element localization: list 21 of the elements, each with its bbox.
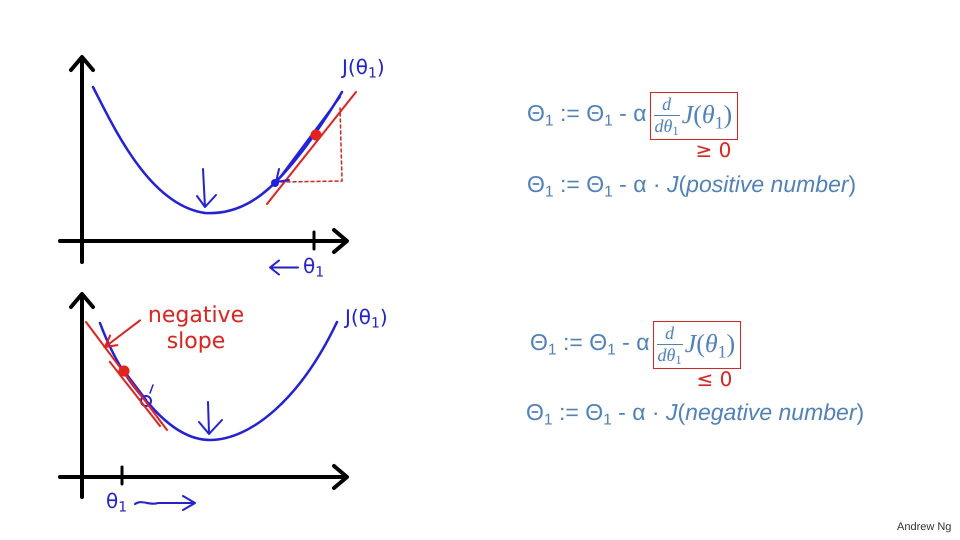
handwritten-label: θ$_{1}$: [303, 255, 324, 281]
derivative-box: [652, 321, 742, 370]
leader-arrow: [104, 319, 141, 348]
fraction-numerator: d: [661, 94, 672, 115]
handwritten-label: θ$_{1}$: [106, 490, 128, 516]
fraction-denominator: dθ$_{1}$: [656, 344, 683, 368]
fraction-numerator: d: [664, 323, 676, 344]
inequality-text: ≤ 0: [696, 369, 732, 390]
formula-text: Θ$_{1}$ := Θ$_{1}$ - α: [530, 329, 650, 361]
handwritten-label: J(θ$_{1}$): [342, 56, 385, 82]
formula-text: Θ$_{1}$ := Θ$_{1}$ - α: [527, 100, 647, 132]
function-text: J(θ$_{1}$): [684, 328, 736, 362]
fraction-denominator: dθ$_{1}$: [654, 114, 680, 138]
derivative-box: [650, 92, 738, 140]
inequality-text: ≥ 0: [696, 140, 732, 162]
handwritten-label: J(θ$_{1}$): [345, 306, 388, 332]
formula-text: Θ$_{1}$ := Θ$_{1}$ - α · J(negative number): [526, 399, 864, 430]
formula-text: Θ$_{1}$ := Θ$_{1}$ - α · J(positive number): [527, 171, 856, 202]
function-text: J(θ$_{1}$): [682, 98, 732, 134]
author-credit: Andrew Ng: [897, 521, 952, 533]
annotation-text: negative slope: [140, 303, 252, 356]
